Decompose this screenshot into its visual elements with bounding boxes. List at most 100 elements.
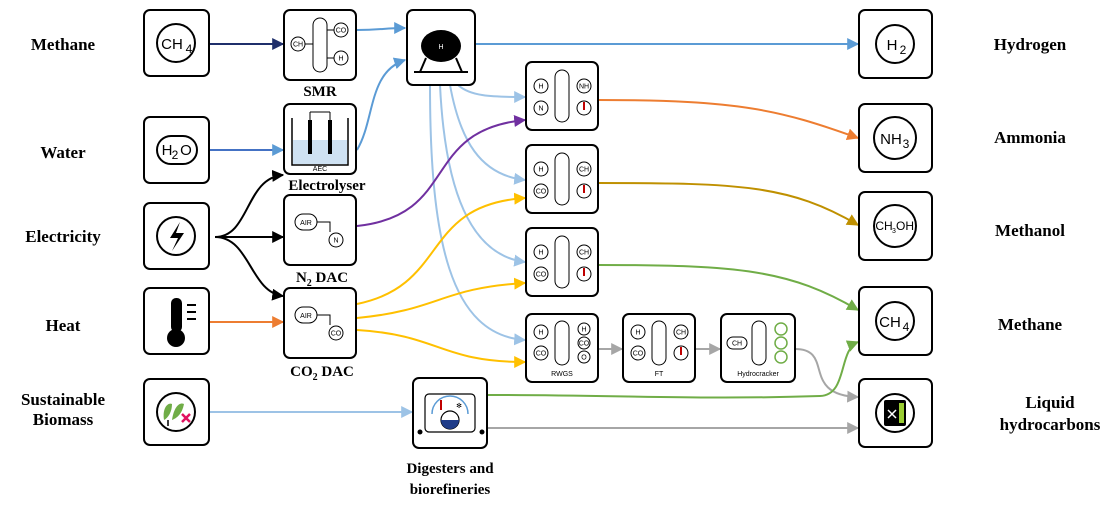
svg-text:H: H: [538, 167, 543, 174]
flow-tank-nh3: [457, 84, 527, 103]
methane-input-icon: CH 4: [143, 9, 210, 77]
svg-text:CH: CH: [732, 341, 742, 348]
svg-text:CH: CH: [676, 330, 686, 337]
output-label-ammonia: Ammonia: [994, 128, 1066, 147]
svg-text:H: H: [887, 37, 898, 54]
flow-smr-tank: [356, 22, 407, 35]
svg-text:2: 2: [172, 148, 179, 162]
svg-text:CH: CH: [579, 167, 589, 174]
methane-output-icon: CH 4: [858, 286, 933, 356]
svg-text:✻: ✻: [456, 402, 462, 410]
thermometer-icon: [143, 287, 210, 355]
co2-dac-unit: AIR CO: [283, 287, 357, 359]
input-label-biomass-line1: Sustainable: [21, 390, 106, 409]
svg-text:CO: CO: [536, 351, 547, 358]
input-label-heat: Heat: [46, 316, 81, 335]
co2-dac-label: CO2 DAC: [290, 364, 354, 383]
methanol-output-icon: CH 3 OH: [858, 191, 933, 261]
flow-tank-ch3oh: [449, 84, 527, 185]
svg-text:CH: CH: [579, 250, 589, 257]
electrolyser-label: Electrolyser: [288, 178, 366, 194]
svg-text:NH: NH: [579, 84, 589, 91]
flow-co2dac-ch4: [356, 277, 527, 319]
svg-text:FT: FT: [655, 371, 664, 378]
output-label-methane: Methane: [998, 315, 1063, 334]
n2-dac-unit: AIR N: [283, 194, 357, 266]
svg-text:N: N: [538, 106, 543, 113]
svg-text:N: N: [333, 238, 338, 245]
flow-ch4-methane: [597, 264, 860, 311]
hydrogen-storage-tank: H: [406, 9, 476, 86]
svg-text:AEC: AEC: [313, 166, 327, 173]
input-label-methane: Methane: [31, 35, 96, 54]
svg-text:CO: CO: [536, 272, 547, 279]
svg-text:4: 4: [903, 320, 910, 334]
methanation-reactor: H CO CH: [525, 227, 599, 297]
svg-text:O: O: [180, 142, 192, 159]
svg-text:H: H: [438, 44, 443, 51]
flow-lines: [210, 22, 860, 434]
rwgs-reactor: H CO H CO O RWGS: [525, 313, 599, 383]
svg-text:2: 2: [900, 43, 907, 57]
svg-text:Hydrocracker: Hydrocracker: [737, 371, 779, 378]
hydrogen-output-icon: H 2: [858, 9, 933, 79]
svg-text:CH: CH: [875, 219, 892, 233]
flow-co2dac-rwgs: [356, 329, 527, 368]
fischer-tropsch-reactor: H CO CH FT: [622, 313, 696, 383]
svg-text:H: H: [635, 330, 640, 337]
svg-text:AIR: AIR: [300, 220, 312, 227]
ammonia-output-icon: NH 3: [858, 103, 933, 173]
svg-text:NH: NH: [880, 131, 902, 148]
input-label-electricity: Electricity: [25, 227, 101, 246]
smr-unit: CH CO H: [283, 9, 357, 81]
flow-n2dac-nh3: [356, 115, 527, 227]
svg-text:H: H: [538, 330, 543, 337]
water-input-icon: H 2 O: [143, 116, 210, 184]
svg-text:CO: CO: [536, 189, 547, 196]
flow-electrolyser-tank: [356, 57, 407, 151]
digesters-biorefineries-unit: ✻: [412, 377, 488, 449]
methanol-synthesis-reactor: H CO CH: [525, 144, 599, 214]
digesters-label-line2: biorefineries: [410, 482, 491, 498]
output-label-liquid-line1: Liquid: [1025, 393, 1075, 412]
flow-digesters-methane: [486, 340, 860, 399]
liquid-hydrocarbons-output-icon: [858, 378, 933, 448]
flow-ch3oh-methanol: [597, 182, 860, 226]
output-label-liquid-line2: hydrocarbons: [1000, 415, 1101, 434]
output-label-methanol: Methanol: [995, 221, 1065, 240]
svg-text:H: H: [338, 56, 343, 63]
svg-text:CH: CH: [161, 36, 183, 53]
flow-hydrocracker-liquid: [794, 348, 860, 403]
svg-text:CO: CO: [579, 341, 590, 348]
flow-co2dac-ch3oh: [356, 192, 527, 305]
svg-text:O: O: [581, 355, 587, 362]
biomass-input-icon: [143, 378, 210, 446]
svg-text:3: 3: [892, 228, 896, 235]
smr-label: SMR: [303, 84, 337, 100]
svg-text:CO: CO: [633, 351, 644, 358]
flow-nh3-ammonia: [597, 99, 860, 140]
input-label-water: Water: [40, 143, 86, 162]
svg-text:OH: OH: [896, 219, 914, 233]
svg-text:RWGS: RWGS: [551, 371, 573, 378]
svg-text:AIR: AIR: [300, 313, 312, 320]
svg-text:H: H: [538, 250, 543, 257]
svg-text:H: H: [581, 327, 586, 334]
input-label-biomass-line2: Biomass: [33, 410, 94, 429]
svg-text:H: H: [538, 84, 543, 91]
n2-dac-label: N2 DAC: [296, 270, 348, 289]
output-label-hydrogen: Hydrogen: [994, 35, 1067, 54]
electrolyser-unit: AEC: [283, 103, 357, 175]
digesters-label-line1: Digesters and: [406, 461, 494, 477]
electricity-input-icon: [143, 202, 210, 270]
svg-text:CO: CO: [336, 28, 347, 35]
ammonia-synthesis-reactor: H N NH: [525, 61, 599, 131]
flow-electricity-electrolyser: [214, 169, 285, 238]
svg-text:H: H: [162, 142, 173, 159]
svg-text:CO: CO: [331, 331, 342, 338]
flow-electricity-co2dac: [214, 236, 285, 301]
flow-tank-ch4: [439, 84, 527, 267]
flow-tank-rwgs: [429, 84, 527, 346]
svg-text:CH: CH: [293, 42, 303, 49]
